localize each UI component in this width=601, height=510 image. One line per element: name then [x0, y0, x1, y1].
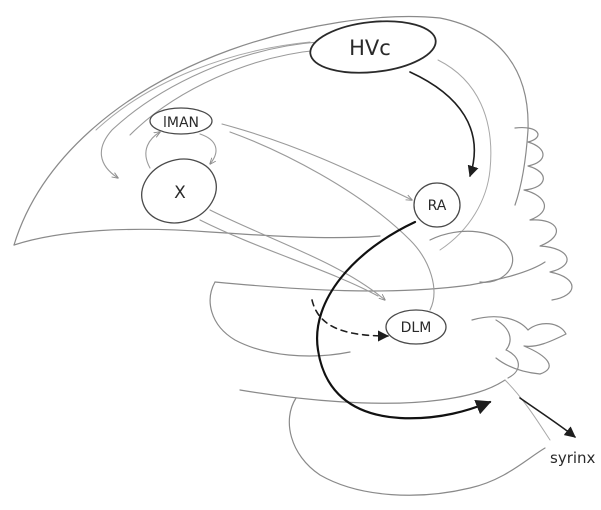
- x-to-dlm-path-2: [199, 219, 379, 297]
- nucleus-dlm: DLM: [385, 309, 447, 345]
- cerebellum-folds: [514, 126, 573, 301]
- spinal-loop: [288, 397, 546, 496]
- midbrain-border: [214, 261, 546, 292]
- lman-label: lMAN: [163, 115, 199, 131]
- dlm-to-lman-path: [229, 131, 435, 311]
- ra-descending-path: [315, 220, 492, 420]
- brainstem-outline: [239, 319, 519, 404]
- x-to-lman-path: [145, 132, 160, 169]
- hvc-to-ra-path: [409, 71, 479, 178]
- x-to-dlm-path: [209, 209, 385, 300]
- spinal-inner: [504, 379, 551, 441]
- x-label: X: [174, 183, 186, 203]
- hvc-to-x-path-2: [129, 49, 321, 136]
- nucleus-x: X: [141, 158, 217, 224]
- brain-outline: [13, 15, 573, 496]
- motor-pathways: [311, 71, 576, 438]
- dorsal-lamina: [95, 41, 492, 251]
- to-syrinx-path: [519, 397, 576, 438]
- nucleus-hvc: HVc: [309, 20, 437, 74]
- lman-to-x-path: [199, 133, 217, 164]
- forebrain-outline: [13, 15, 529, 246]
- afp-pathways: [100, 41, 435, 311]
- nucleus-ra: RA: [413, 182, 461, 228]
- hvc-to-x-path: [100, 41, 319, 178]
- nucleus-lman: lMAN: [149, 107, 213, 135]
- medulla-folds: [471, 316, 567, 375]
- hvc-label: HVc: [349, 36, 391, 60]
- cerebellum-lower-lobes: [429, 230, 514, 283]
- thalamus-outline: [209, 281, 351, 357]
- x-dlm-dashed-path: [311, 299, 390, 342]
- forebrain-ventral-border: [13, 228, 381, 246]
- syrinx-label: syrinx: [550, 449, 596, 467]
- dlm-label: DLM: [401, 320, 432, 336]
- lman-to-ra-path: [221, 123, 412, 200]
- ra-label: RA: [428, 198, 447, 214]
